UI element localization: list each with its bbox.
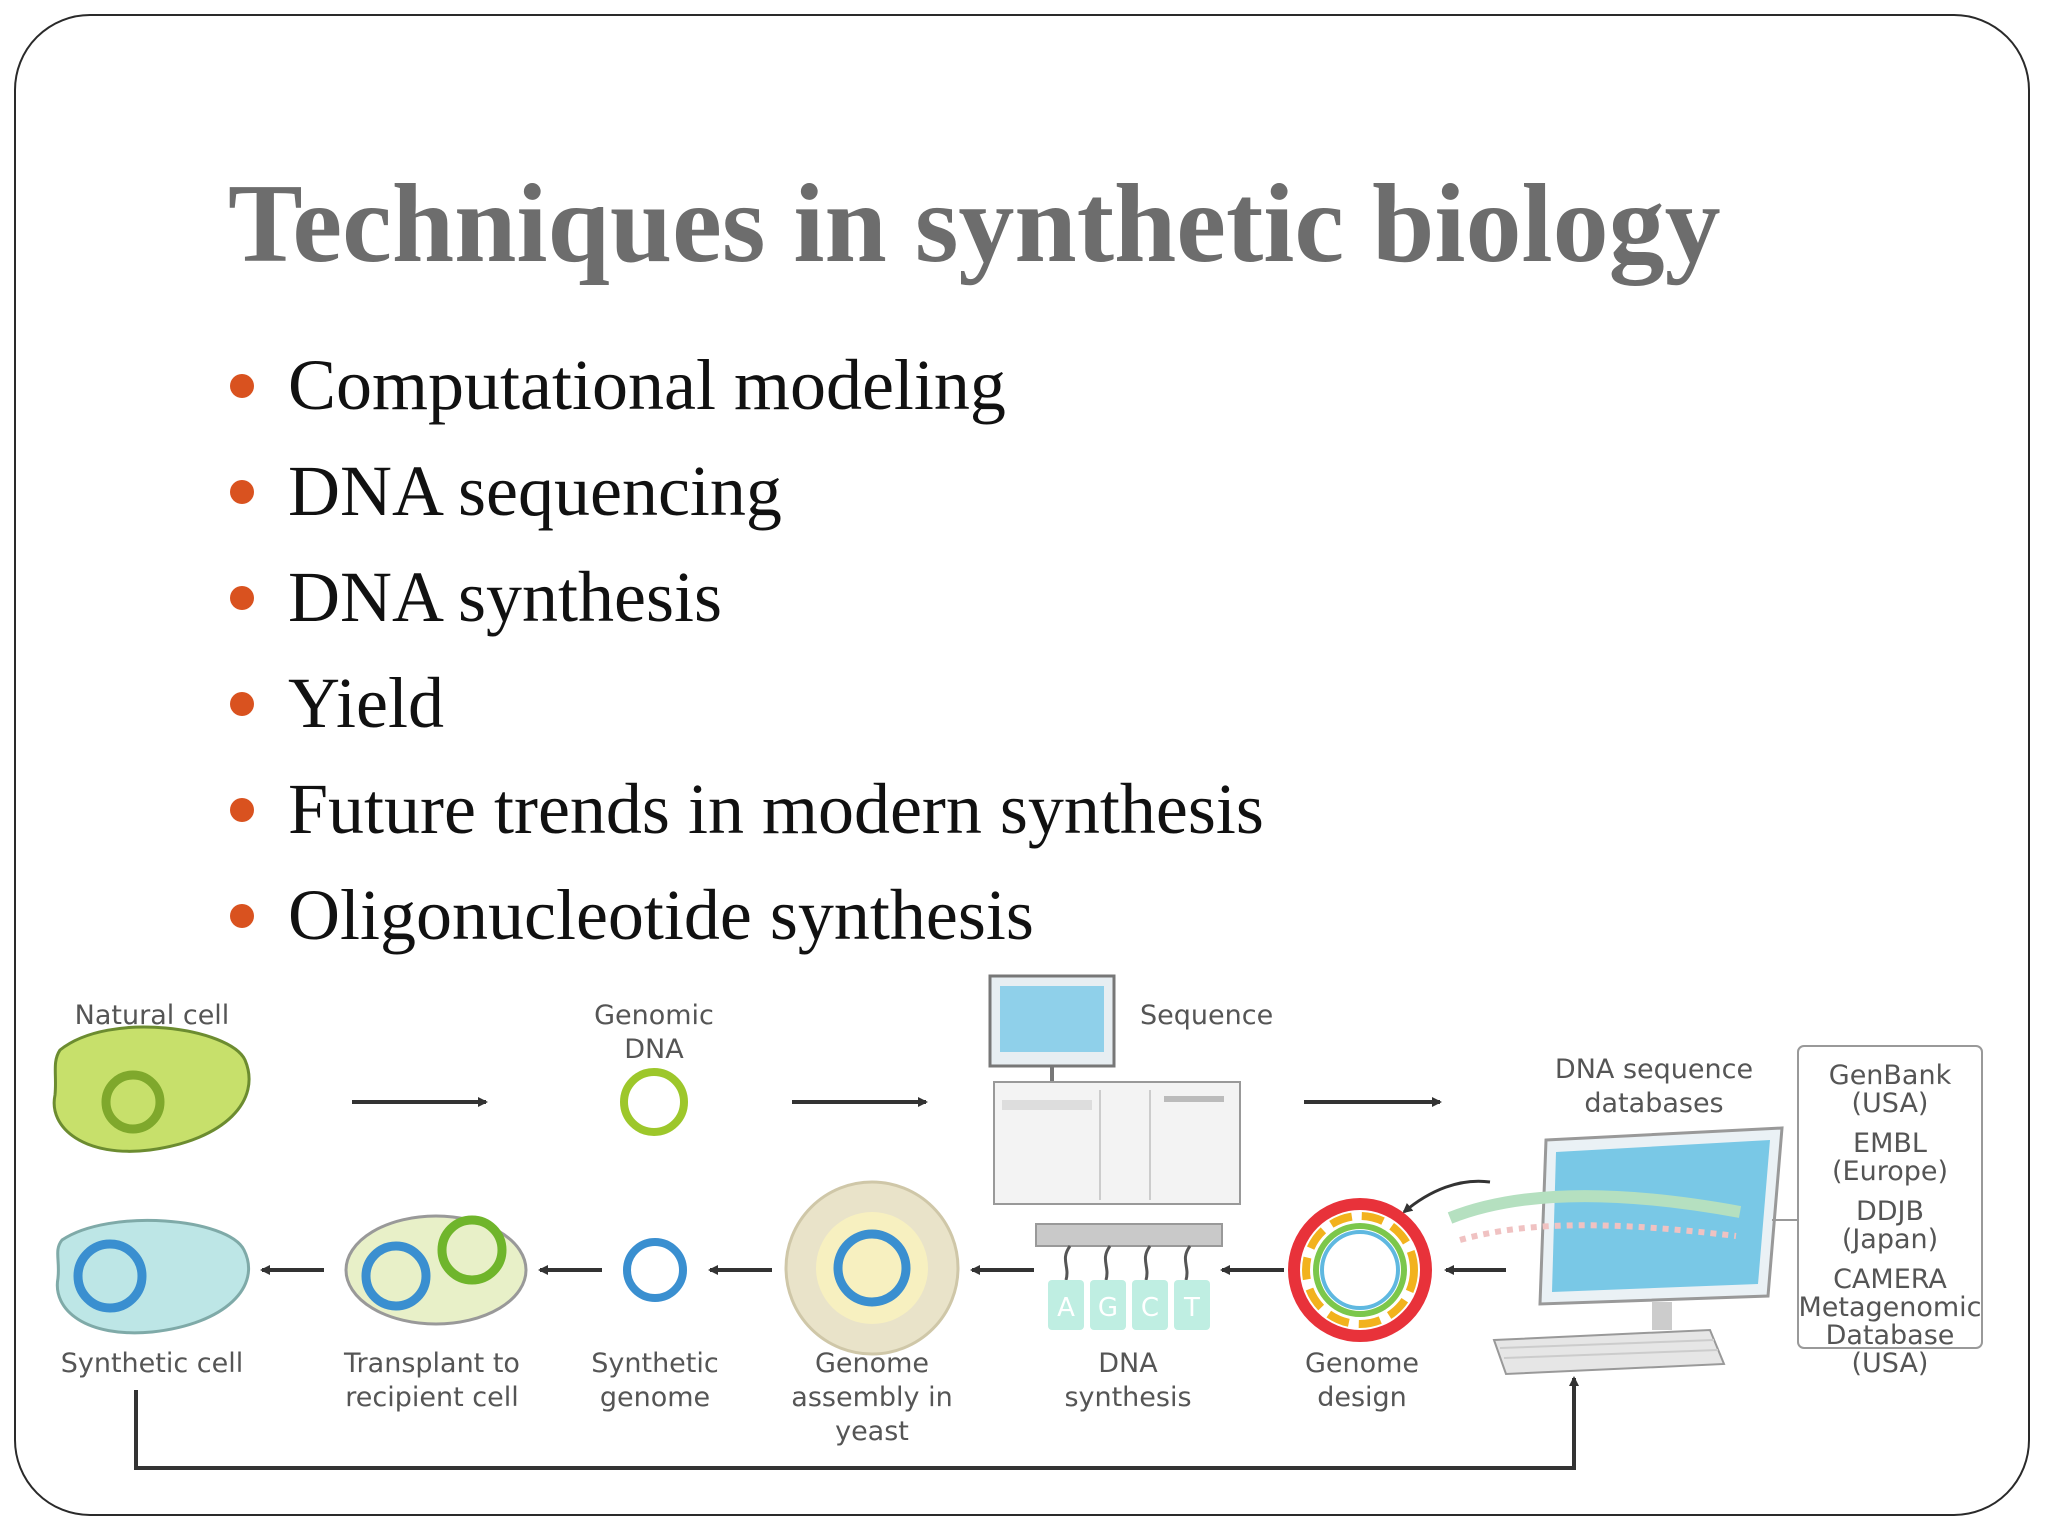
dna-synthesis-label: synthesis: [1064, 1382, 1191, 1413]
svg-text:C: C: [1141, 1293, 1159, 1323]
bullet-dot-icon: [230, 798, 254, 822]
dna-sequence-databases-label: DNA sequence: [1555, 1054, 1753, 1085]
svg-text:(USA): (USA): [1852, 1348, 1929, 1379]
bullet-dot-icon: [230, 904, 254, 928]
genome-assembly-label: yeast: [835, 1416, 909, 1447]
svg-text:(USA): (USA): [1852, 1088, 1929, 1119]
svg-text:DDJB: DDJB: [1856, 1196, 1924, 1227]
computer-icon: [1492, 1126, 1784, 1376]
bullet-item: Computational modeling: [228, 332, 1264, 438]
svg-text:G: G: [1098, 1293, 1118, 1323]
sequence-label: Sequence: [1140, 1000, 1273, 1031]
yeast-cell-icon: [784, 1180, 960, 1356]
genome-assembly-label: Genome: [815, 1348, 929, 1379]
curved-arrow-icon: [1402, 1179, 1491, 1214]
transplant-label: Transplant to: [343, 1348, 520, 1379]
genome-design-label: Genome: [1305, 1348, 1419, 1379]
svg-text:(Europe): (Europe): [1832, 1156, 1948, 1187]
bullet-item: Oligonucleotide synthesis: [228, 862, 1264, 968]
genomic-dna-label: Genomic: [594, 1000, 714, 1031]
database-list-box: GenBank (USA) EMBL (Europe) DDJB (Japan)…: [1797, 1045, 1983, 1379]
dna-sequence-databases-label: databases: [1584, 1088, 1723, 1119]
bullet-dot-icon: [230, 692, 254, 716]
synthetic-cell-label: Synthetic cell: [61, 1348, 244, 1379]
svg-text:Database: Database: [1826, 1320, 1955, 1351]
genome-design-ring-icon: [1288, 1198, 1432, 1342]
transplant-label: recipient cell: [345, 1382, 518, 1413]
bullet-item: DNA sequencing: [228, 438, 1264, 544]
svg-text:Metagenomic: Metagenomic: [1798, 1292, 1981, 1323]
bullet-item: Yield: [228, 650, 1264, 756]
genomic-dna-label: DNA: [624, 1034, 684, 1065]
svg-text:T: T: [1183, 1293, 1200, 1323]
bullet-list: Computational modeling DNA sequencing DN…: [228, 332, 1264, 968]
bullet-dot-icon: [230, 586, 254, 610]
feedback-loop-arrow: [134, 1376, 1579, 1470]
synthetic-genome-label: Synthetic: [591, 1348, 718, 1379]
svg-text:(Japan): (Japan): [1842, 1224, 1938, 1255]
genomic-dna-ring-icon: [620, 1068, 688, 1136]
svg-text:A: A: [1057, 1293, 1075, 1323]
bullet-dot-icon: [230, 374, 254, 398]
synthetic-cell-icon: [55, 1218, 251, 1335]
sequence-text-stream-icon: [1447, 1190, 1742, 1243]
dna-synthesis-label: DNA: [1098, 1348, 1158, 1379]
slide-title: Techniques in synthetic biology: [228, 162, 1721, 286]
synthetic-genome-label: genome: [600, 1382, 710, 1413]
synthetic-genome-ring-icon: [623, 1238, 687, 1302]
genome-design-label: design: [1317, 1382, 1407, 1413]
sequencer-machine-icon: [988, 974, 1241, 1205]
svg-text:EMBL: EMBL: [1853, 1128, 1927, 1159]
natural-cell-icon: [52, 1025, 251, 1153]
svg-text:GenBank: GenBank: [1829, 1060, 1952, 1091]
bullet-item: DNA synthesis: [228, 544, 1264, 650]
synthetic-biology-diagram: Natural cell Genomic DNA Sequence DNA se…: [52, 974, 1983, 1470]
dna-synthesizer-icon: A G C T: [1035, 1223, 1223, 1330]
recipient-cell-icon: [344, 1214, 528, 1326]
bullet-item: Future trends in modern synthesis: [228, 756, 1264, 862]
svg-text:CAMERA: CAMERA: [1833, 1264, 1947, 1295]
genome-assembly-label: assembly in: [791, 1382, 952, 1413]
bullet-dot-icon: [230, 480, 254, 504]
